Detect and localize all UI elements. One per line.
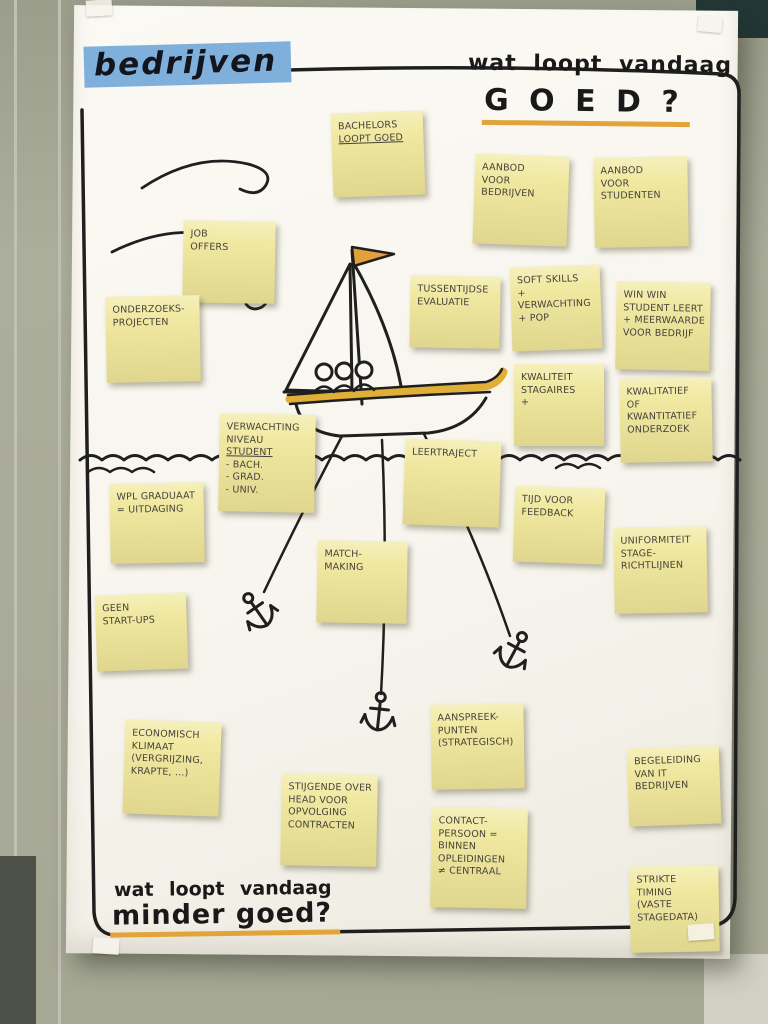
sticky-note-text: CONTACT- (438, 815, 488, 828)
sticky-note-text: VERWACHTING (226, 421, 300, 434)
sticky-note-text: = UITDAGING (116, 503, 184, 516)
sticky-note-text: + MEERWAARDE (623, 314, 706, 327)
sticky-note-text: + POP (518, 311, 550, 324)
sticky-note: WPL GRADUAAT= UITDAGING (109, 482, 205, 564)
sticky-note-text: ONDERZOEK (627, 423, 690, 436)
sticky-note-text: STAGEDATA) (637, 911, 699, 924)
sticky-note: SOFT SKILLS+VERWACHTING+ POP (509, 264, 603, 352)
sticky-note: LEERTRAJECT (402, 438, 502, 528)
sticky-note-text: MAKING (324, 560, 364, 573)
sticky-note-text: STIJGENDE OVER (288, 781, 373, 794)
sticky-note-text: VOOR BEDRIJF (622, 326, 694, 340)
tape-piece (697, 14, 723, 34)
sticky-note-text: LEERTRAJECT (411, 446, 478, 460)
sticky-note-text: START-UPS (102, 614, 156, 627)
sticky-note-text: VERWACHTING (517, 297, 592, 312)
sticky-note-text: FEEDBACK (521, 506, 574, 520)
door-frame-seam (58, 0, 61, 1024)
doorway-shadow (0, 856, 36, 1024)
sticky-note-text: KWALITEIT (521, 372, 573, 383)
sticky-note-text: (STRATEGISCH) (437, 736, 514, 749)
sticky-note-text: LOOPT GOED (338, 131, 404, 145)
sticky-note-text: BEDRIJVEN (481, 186, 535, 200)
sticky-note-text: STUDENTEN (600, 189, 661, 202)
sticky-note-text: UNIFORMITEIT (620, 534, 691, 547)
sticky-note-text: OPVOLGING (288, 806, 347, 819)
sticky-note-text: CONTRACTEN (287, 818, 356, 832)
sticky-note-text: STAGAIRES (521, 384, 576, 396)
door-frame (0, 0, 80, 1024)
sticky-note-text: PROJECTEN (112, 316, 169, 329)
sticky-note-text: ≠ CENTRAAL (437, 865, 502, 878)
door-frame-seam (14, 0, 17, 1024)
sticky-note-text: STUDENT (226, 446, 273, 459)
sticky-note-text: JOB (190, 228, 208, 240)
sticky-note-text: TUSSENTIJDSE (417, 283, 489, 296)
sticky-note-text: + (521, 397, 530, 409)
sticky-note-text: - GRAD. (225, 471, 265, 484)
sticky-note: AANSPREEK-PUNTEN(STRATEGISCH) (430, 703, 525, 790)
sticky-note: MATCH-MAKING (316, 540, 408, 624)
sticky-note-text: EVALUATIE (417, 295, 470, 308)
sticky-note-text: ONDERZOEKS- (112, 303, 185, 316)
tape-piece (85, 0, 113, 17)
sticky-note-text: BEDRIJVEN (634, 779, 689, 793)
sticky-note: ONDERZOEKS-PROJECTEN (105, 295, 201, 383)
sticky-note-text: WIN WIN (623, 289, 667, 302)
tape-piece (92, 937, 120, 955)
sticky-note-text: BINNEN (438, 840, 477, 853)
sticky-note-text: RICHTLIJNEN (620, 559, 684, 572)
sticky-note-text: MATCH- (324, 548, 363, 560)
sticky-note-text: WPL GRADUAAT (116, 490, 196, 503)
sticky-note-text: - UNIV. (225, 483, 259, 496)
tape-piece (687, 923, 715, 941)
sticky-note-text: OFFERS (190, 240, 229, 253)
baseboard-corner (704, 954, 768, 1024)
sticky-note-text: KWANTITATIEF (626, 410, 698, 423)
